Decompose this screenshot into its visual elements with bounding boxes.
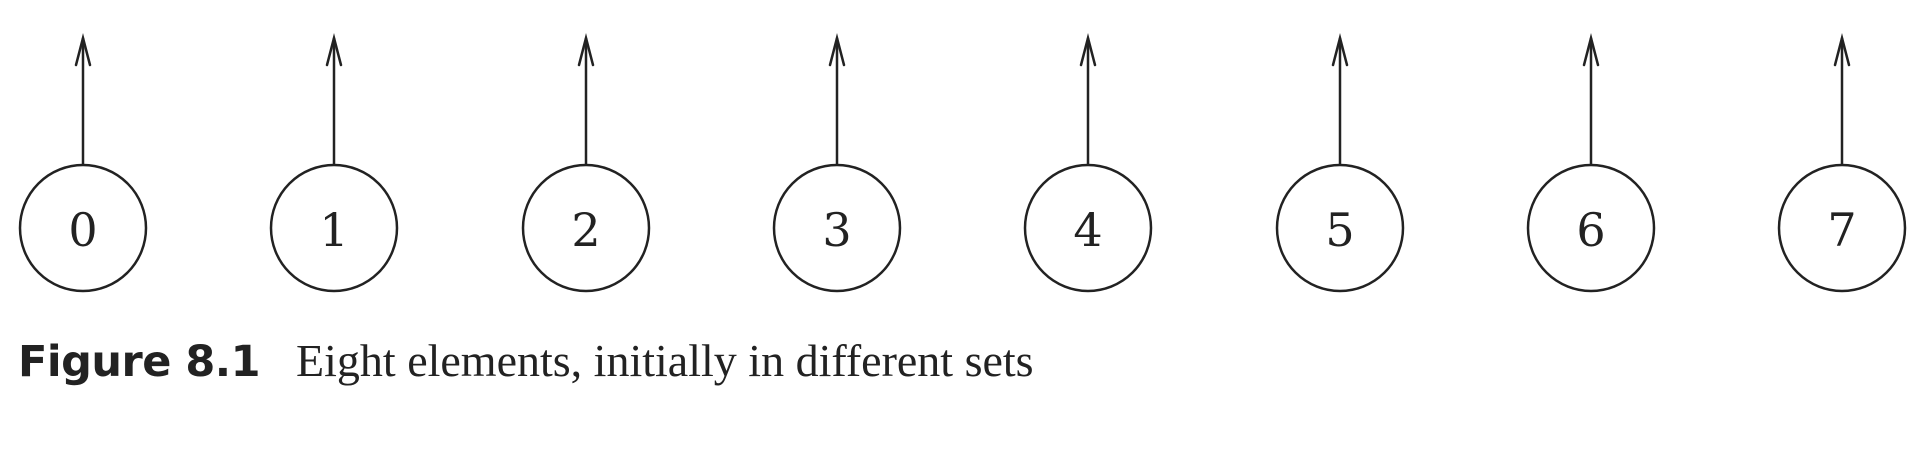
set-element-1: 1 bbox=[269, 33, 399, 293]
arrow-up-icon bbox=[325, 33, 343, 67]
node-label: 5 bbox=[1325, 203, 1354, 257]
set-element-7: 7 bbox=[1777, 33, 1907, 293]
node-label: 1 bbox=[319, 203, 348, 257]
node-circle bbox=[18, 163, 148, 293]
node-circle bbox=[1023, 163, 1153, 293]
set-element-0: 0 bbox=[18, 33, 148, 293]
node-label: 4 bbox=[1073, 203, 1102, 257]
set-element-3: 3 bbox=[772, 33, 902, 293]
set-element-4: 4 bbox=[1023, 33, 1153, 293]
figure-caption: Figure 8.1 Eight elements, initially in d… bbox=[18, 338, 1034, 384]
node-label: 7 bbox=[1827, 203, 1856, 257]
arrow-up-icon bbox=[577, 33, 595, 67]
arrow-up-icon bbox=[1582, 33, 1600, 67]
set-element-5: 5 bbox=[1275, 33, 1405, 293]
node-label: 3 bbox=[822, 203, 851, 257]
arrow-up-icon bbox=[1833, 33, 1851, 67]
node-circle bbox=[1526, 163, 1656, 293]
node-label: 2 bbox=[571, 203, 600, 257]
node-circle bbox=[1777, 163, 1907, 293]
set-element-6: 6 bbox=[1526, 33, 1656, 293]
figure-label: Figure 8.1 bbox=[18, 337, 261, 387]
set-element-2: 2 bbox=[521, 33, 651, 293]
node-circle bbox=[1275, 163, 1405, 293]
node-label: 6 bbox=[1576, 203, 1605, 257]
arrow-up-icon bbox=[1331, 33, 1349, 67]
node-circle bbox=[772, 163, 902, 293]
figure-caption-text: Eight elements, initially in different s… bbox=[296, 335, 1034, 386]
node-circle bbox=[521, 163, 651, 293]
arrow-up-icon bbox=[1079, 33, 1097, 67]
node-label: 0 bbox=[68, 203, 97, 257]
arrow-up-icon bbox=[828, 33, 846, 67]
node-circle bbox=[269, 163, 399, 293]
disjoint-sets-diagram: 0 1 2 3 4 5 6 7 bbox=[18, 33, 1907, 293]
arrow-up-icon bbox=[74, 33, 92, 67]
